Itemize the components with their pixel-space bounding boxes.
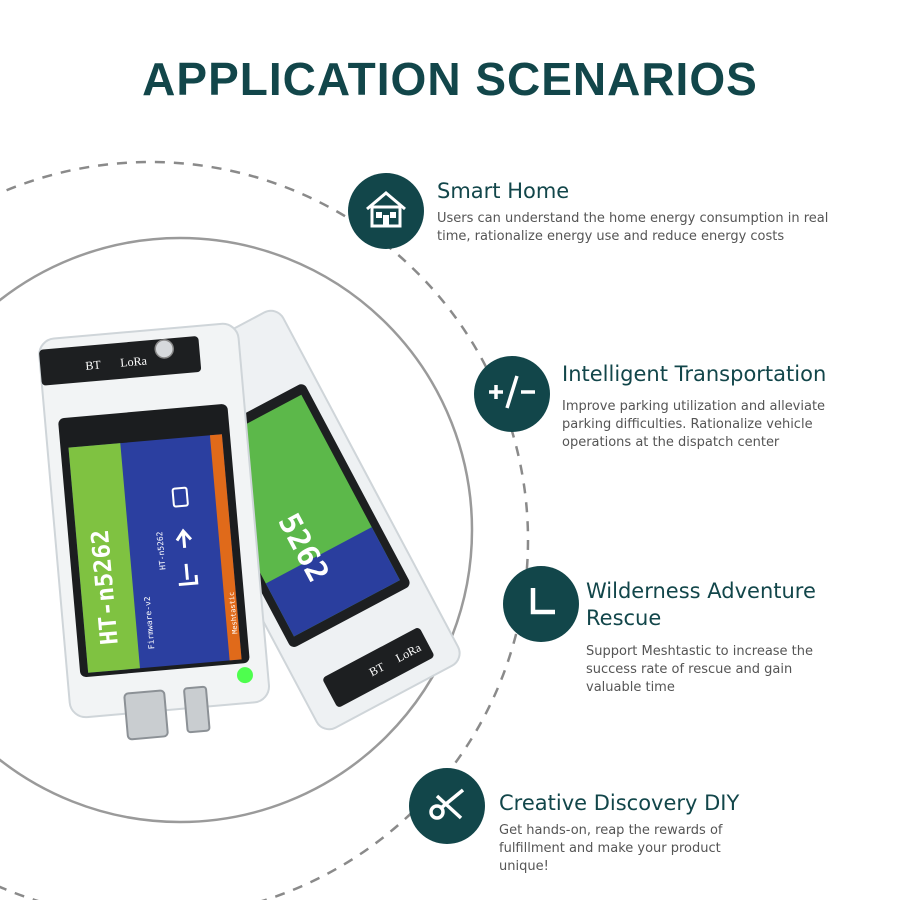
- creative-diy-description: Get hands-on, reap the rewards of fulfil…: [499, 823, 723, 874]
- smart-home-heading: Smart Home: [437, 179, 570, 203]
- back-pcb-label-bt: BT: [367, 659, 388, 679]
- creative-diy-badge: [409, 768, 485, 844]
- house-icon: [363, 189, 409, 233]
- transportation-badge: [474, 356, 550, 432]
- device-illustration: 5262 BT LoRa BT LoRa HT-n5262 Firmware-v…: [38, 309, 461, 741]
- page-title: APPLICATION SCENARIOS: [142, 53, 758, 105]
- front-device: BT LoRa HT-n5262 Firmware-v2 HT-n5262 Me…: [38, 322, 270, 741]
- smart-home-description: Users can understand the home energy con…: [437, 211, 829, 244]
- creative-diy-heading: Creative Discovery DIY: [499, 791, 740, 815]
- transportation-description: Improve parking utilization and alleviat…: [562, 399, 826, 450]
- clock-hands-icon: [521, 582, 561, 626]
- scissors-icon: [425, 782, 469, 830]
- dashed-orbit-ring: [0, 160, 530, 900]
- status-led: [236, 667, 253, 684]
- front-screen-model-small-text: HT-n5262: [155, 531, 167, 570]
- front-pcb-label-bt: BT: [85, 358, 102, 373]
- wilderness-rescue-badge: [503, 566, 579, 642]
- wilderness-rescue-description: Support Meshtastic to increase the succe…: [586, 644, 814, 695]
- front-screen-mesh-text: Meshtastic: [228, 591, 240, 634]
- wilderness-rescue-heading: Wilderness Adventure Rescue: [586, 579, 816, 630]
- smart-home-badge: [348, 173, 424, 249]
- transportation-heading: Intelligent Transportation: [562, 362, 827, 386]
- front-pcb-label-lora: LoRa: [120, 353, 148, 369]
- inner-solid-ring: [0, 236, 474, 824]
- plus-minus-icon: [485, 372, 539, 416]
